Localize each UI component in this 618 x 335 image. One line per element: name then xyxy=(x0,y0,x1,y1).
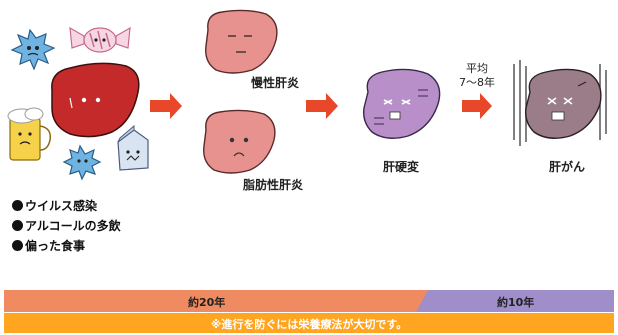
timeline-divider xyxy=(404,290,428,312)
virus-icon xyxy=(10,28,56,71)
arrow-icon xyxy=(306,93,338,119)
timeline-segment-2 xyxy=(416,290,614,312)
bullet-icon xyxy=(12,240,23,251)
cause-label: ウイルス感染 xyxy=(25,199,98,213)
timeline-segment-1 xyxy=(4,290,416,312)
beer-icon xyxy=(7,107,52,161)
cause-label: 偏った食事 xyxy=(25,239,86,253)
liver-cirrhosis-illustration xyxy=(362,68,441,139)
note-band xyxy=(4,313,614,333)
arrow-icon xyxy=(462,93,492,119)
liver-chronic-illustration xyxy=(205,9,278,74)
transition-label: 平均 7〜8年 xyxy=(447,62,507,90)
liver-red-illustration xyxy=(51,62,140,138)
liver-cancer-illustration xyxy=(513,60,607,146)
bullet-icon xyxy=(12,220,23,231)
bullet-icon xyxy=(12,200,23,211)
cause-item: アルコールの多飲 xyxy=(12,217,121,234)
stage-label-cancer: 肝がん xyxy=(549,160,586,174)
liver-disease-diagram xyxy=(7,9,607,181)
timeline-segment-1-label: 約20年 xyxy=(188,296,226,309)
cause-item: 偏った食事 xyxy=(12,237,85,254)
timeline-segment-2-label: 約10年 xyxy=(497,296,535,309)
transition-line2: 7〜8年 xyxy=(459,76,495,89)
virus-icon xyxy=(62,144,102,181)
food-carton-icon xyxy=(117,124,149,171)
cause-label: アルコールの多飲 xyxy=(25,219,121,233)
stage-label-cirrhosis: 肝硬変 xyxy=(383,160,420,174)
note-text: ※進行を防ぐには栄養療法が大切です。 xyxy=(210,318,408,331)
cause-item: ウイルス感染 xyxy=(12,197,97,214)
liver-fatty-illustration xyxy=(203,109,276,174)
candy-icon xyxy=(69,26,131,53)
stage-label-fatty: 脂肪性肝炎 xyxy=(243,178,304,192)
arrow-icon xyxy=(150,93,182,119)
stage-label-chronic: 慢性肝炎 xyxy=(251,76,300,90)
transition-line1: 平均 xyxy=(466,62,488,75)
